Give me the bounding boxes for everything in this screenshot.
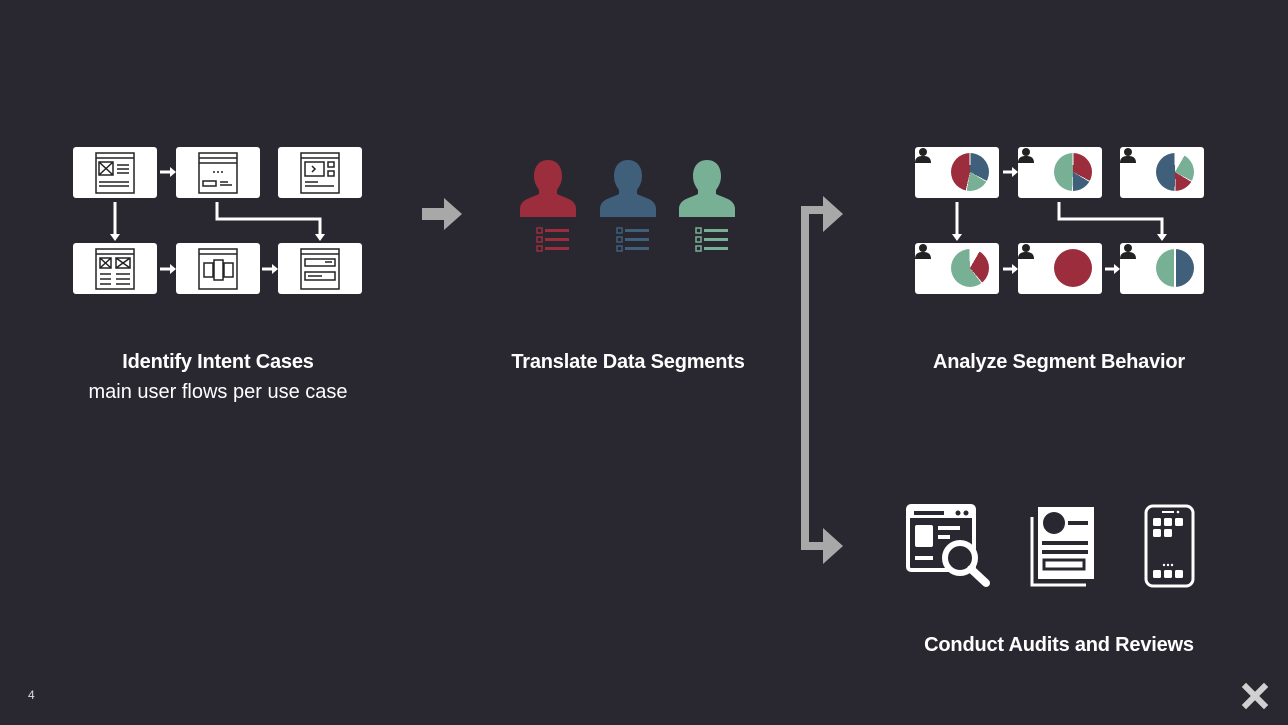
wireframe-box-checklist	[73, 147, 157, 198]
person-icon	[1120, 244, 1136, 259]
step-title: Identify Intent Cases	[122, 351, 314, 373]
pie-chart-icon	[1156, 153, 1194, 191]
wireframe-icon	[95, 152, 135, 194]
person-icon-green	[679, 160, 735, 253]
behavior-box	[915, 147, 999, 198]
wireframe-icon	[95, 248, 135, 290]
wireframe-box-video	[278, 147, 362, 198]
pie-chart-icon	[1156, 249, 1194, 287]
flow-connectors	[110, 167, 325, 274]
behavior-box	[1018, 147, 1102, 198]
mobile-phone-icon	[1144, 504, 1195, 588]
step-title: Analyze Segment Behavior	[933, 351, 1185, 373]
wireframe-icon	[300, 152, 340, 194]
person-icon	[915, 244, 931, 259]
person-icon	[915, 148, 931, 163]
step-title: Translate Data Segments	[511, 351, 745, 373]
wireframe-box-form	[176, 147, 260, 198]
behavior-box	[915, 243, 999, 294]
person-icon-blue	[600, 160, 656, 253]
arrow-right-icon	[422, 198, 462, 230]
wireframe-icon	[198, 248, 238, 290]
behavior-box	[1120, 147, 1204, 198]
segment-person-icons	[520, 160, 735, 253]
pie-chart-icon	[1054, 249, 1092, 287]
document-profile-icon	[1030, 507, 1094, 587]
pie-chart-icon	[1054, 153, 1092, 191]
pie-chart-icon	[951, 249, 989, 287]
step-title: Conduct Audits and Reviews	[924, 634, 1194, 656]
web-search-icon	[906, 504, 990, 587]
wireframe-box-inputs	[278, 243, 362, 294]
pie-chart-icon	[951, 153, 989, 191]
wireframe-box-cards	[176, 243, 260, 294]
behavior-box	[1120, 243, 1204, 294]
person-icon	[1120, 148, 1136, 163]
person-icon	[1018, 244, 1034, 259]
person-icon	[1018, 148, 1034, 163]
person-icon-red	[520, 160, 576, 253]
close-x-icon[interactable]	[1241, 682, 1269, 710]
wireframe-icon	[300, 248, 340, 290]
page-number: 4	[28, 688, 35, 702]
flow-connectors	[952, 167, 1167, 274]
branch-arrow-icon	[801, 196, 843, 564]
step-subtitle: main user flows per use case	[88, 381, 348, 403]
wireframe-icon	[198, 152, 238, 194]
behavior-box	[1018, 243, 1102, 294]
wireframe-box-gallery	[73, 243, 157, 294]
